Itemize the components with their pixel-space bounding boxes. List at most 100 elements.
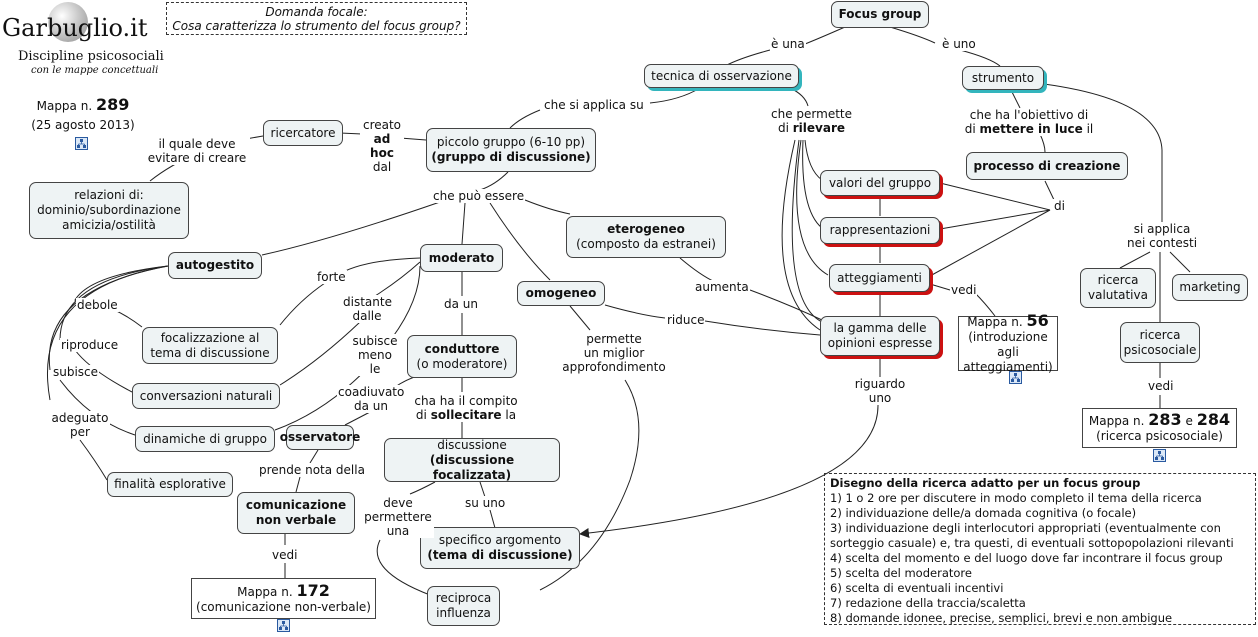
ricerca-psicosociale-line1: ricerca <box>1139 327 1181 342</box>
label-obiettivo: che ha l'obiettivo di di mettere in luce… <box>963 108 1095 136</box>
logo-title: Garbuglio.it <box>2 14 148 42</box>
subisce-meno-line1: subisce <box>352 334 398 348</box>
ref-56-link-icon[interactable] <box>1009 371 1022 384</box>
subisce-meno-line2: meno le <box>357 348 393 376</box>
relazioni-line1: relazioni di: <box>74 188 144 202</box>
node-gamma-opinioni[interactable]: la gamma delle opinioni espresse <box>820 316 940 356</box>
node-focus-group[interactable]: Focus group <box>831 1 929 28</box>
node-marketing[interactable]: marketing <box>1172 274 1248 301</box>
map-date: (25 agosto 2013) <box>26 118 140 132</box>
gamma-line2: opinioni espresse <box>827 336 933 350</box>
node-ricercatore[interactable]: ricercatore <box>263 120 343 146</box>
ref-56-desc1: (introduzione agli <box>968 329 1048 359</box>
piccolo-gruppo-line1: piccolo gruppo (6-10 pp) <box>436 135 586 149</box>
ref-56-title: Mappa n. 56 <box>967 310 1049 330</box>
conduttore-line2: (o moderatore) <box>416 356 508 371</box>
node-finalita[interactable]: finalità esplorative <box>107 472 233 497</box>
ref-283-title: Mappa n. 283 e 284 <box>1088 410 1231 429</box>
compito-line1: cha ha il compito <box>414 394 518 408</box>
node-atteggiamenti[interactable]: atteggiamenti <box>829 264 930 292</box>
distante-line2: dalle <box>352 309 382 323</box>
node-specifico-argomento[interactable]: specifico argomento (tema di discussione… <box>420 527 580 569</box>
adeguato-line2: per <box>70 425 90 439</box>
node-conduttore[interactable]: conduttore (o moderatore) <box>407 335 517 378</box>
label-debole: debole <box>76 298 119 312</box>
il-quale-line1: il quale deve <box>158 137 236 151</box>
node-relazioni[interactable]: relazioni di: dominio/subordinazione ami… <box>29 182 189 239</box>
node-rappresentazioni[interactable]: rappresentazioni <box>820 217 940 244</box>
node-strumento[interactable]: strumento <box>962 66 1044 90</box>
discussione-line2: (discussione focalizzata) <box>429 452 515 482</box>
label-che-puo-essere: che può essere <box>432 189 526 203</box>
design-line: 3) individuazione degli interlocutori ap… <box>830 521 1221 535</box>
label-di: di <box>1053 199 1066 213</box>
label-cha-ha-compito: cha ha il compito di sollecitare la <box>410 394 522 422</box>
label-subisce: subisce <box>52 365 100 379</box>
label-coadiuvato: coadiuvato da un <box>337 385 405 413</box>
ref-172-title: Mappa n. 172 <box>237 580 330 600</box>
label-aumenta: aumenta <box>694 280 750 294</box>
ref-mappa-56[interactable]: Mappa n. 56 (introduzione agli atteggiam… <box>958 310 1058 374</box>
relazioni-line2: dominio/subordinazione <box>37 203 181 217</box>
map-link-icon[interactable] <box>75 137 88 150</box>
design-line: 8) domande idonee, precise, semplici, br… <box>830 611 1173 625</box>
label-prende-nota: prende nota della <box>258 463 366 477</box>
coadiuvato-line1: coadiuvato <box>338 385 405 399</box>
label-subisce-meno: subisce meno le <box>350 334 400 376</box>
design-line: sorteggio casuale) e, tra questi, di eve… <box>830 536 1234 550</box>
conduttore-line1: conduttore <box>424 341 500 356</box>
label-permette: permette un miglior approfondimento <box>558 332 670 374</box>
node-reciproca-influenza[interactable]: reciproca influenza <box>427 586 500 626</box>
label-deve-permettere: deve permettere una <box>362 496 434 538</box>
label-da-un: da un <box>443 297 479 311</box>
map-number: Mappa n. 289 <box>30 97 136 113</box>
ref-mappa-283-284[interactable]: Mappa n. 283 e 284 (ricerca psicosociale… <box>1082 408 1237 448</box>
node-comunicazione[interactable]: comunicazione non verbale <box>237 492 355 534</box>
node-autogestito[interactable]: autogestito <box>168 252 262 279</box>
ref-56-desc2: atteggiamenti) <box>963 359 1053 374</box>
node-ricerca-valutativa[interactable]: ricerca valutativa <box>1080 268 1156 308</box>
coadiuvato-line2: da un <box>354 399 388 413</box>
ref-283-link-icon[interactable] <box>1153 449 1166 462</box>
ricerca-psicosociale-line2: psicosociale <box>1123 342 1197 357</box>
deve-line1: deve <box>383 496 413 510</box>
focal-question: Domanda focale: Cosa caratterizza lo str… <box>166 2 467 35</box>
label-riduce: riduce <box>666 313 706 327</box>
reciproca-line1: reciproca <box>435 591 492 605</box>
node-focalizzazione[interactable]: focalizzazione al tema di discussione <box>142 327 278 364</box>
node-valori-gruppo[interactable]: valori del gruppo <box>820 170 940 196</box>
il-quale-line2: evitare di creare <box>147 151 247 165</box>
ricerca-valutativa-line2: valutativa <box>1088 288 1148 302</box>
focalizzazione-line1: focalizzazione al <box>160 330 260 345</box>
label-vedi-56: vedi <box>950 283 978 297</box>
focalizzazione-line2: tema di discussione <box>150 345 270 360</box>
label-si-applica: si applica nei contesti <box>1115 222 1209 250</box>
riguardo-line1: riguardo <box>854 377 906 391</box>
comunicazione-line2: non verbale <box>255 513 337 527</box>
node-processo-creazione[interactable]: processo di creazione <box>966 152 1128 180</box>
node-piccolo-gruppo[interactable]: piccolo gruppo (6-10 pp) (gruppo di disc… <box>426 128 596 172</box>
node-discussione[interactable]: discussione (discussione focalizzata) <box>384 438 560 482</box>
obiettivo-line2: di mettere in luce il <box>964 122 1094 136</box>
creato-line1: creato <box>362 118 402 132</box>
label-creato-ad-hoc: creato ad hoc dal <box>360 118 404 174</box>
ref-mappa-172[interactable]: Mappa n. 172 (comunicazione non-verbale) <box>191 578 376 619</box>
label-su-uno: su uno <box>464 496 507 510</box>
node-osservatore[interactable]: osservatore <box>280 425 360 450</box>
specifico-line1: specifico argomento <box>438 533 562 547</box>
label-che-permette: che permette di rilevare <box>768 107 855 135</box>
node-ricerca-psicosociale[interactable]: ricerca psicosociale <box>1120 322 1200 363</box>
design-line: 5) scelta del moderatore <box>830 566 972 580</box>
node-conversazioni[interactable]: conversazioni naturali <box>132 383 280 409</box>
node-omogeneo[interactable]: omogeneo <box>517 281 605 306</box>
ref-172-link-icon[interactable] <box>277 619 290 632</box>
label-adeguato: adeguato per <box>50 411 110 439</box>
compito-line2: di sollecitare la <box>415 408 517 422</box>
node-eterogeneo[interactable]: eterogeneo (composto da estranei) <box>566 216 726 258</box>
node-moderato[interactable]: moderato <box>420 244 503 272</box>
node-tecnica-osservazione[interactable]: tecnica di osservazione <box>644 64 799 88</box>
label-e-una: è una <box>770 37 806 51</box>
design-line: 6) scelta di eventuali incentivi <box>830 581 1004 595</box>
node-dinamiche[interactable]: dinamiche di gruppo <box>135 426 275 452</box>
